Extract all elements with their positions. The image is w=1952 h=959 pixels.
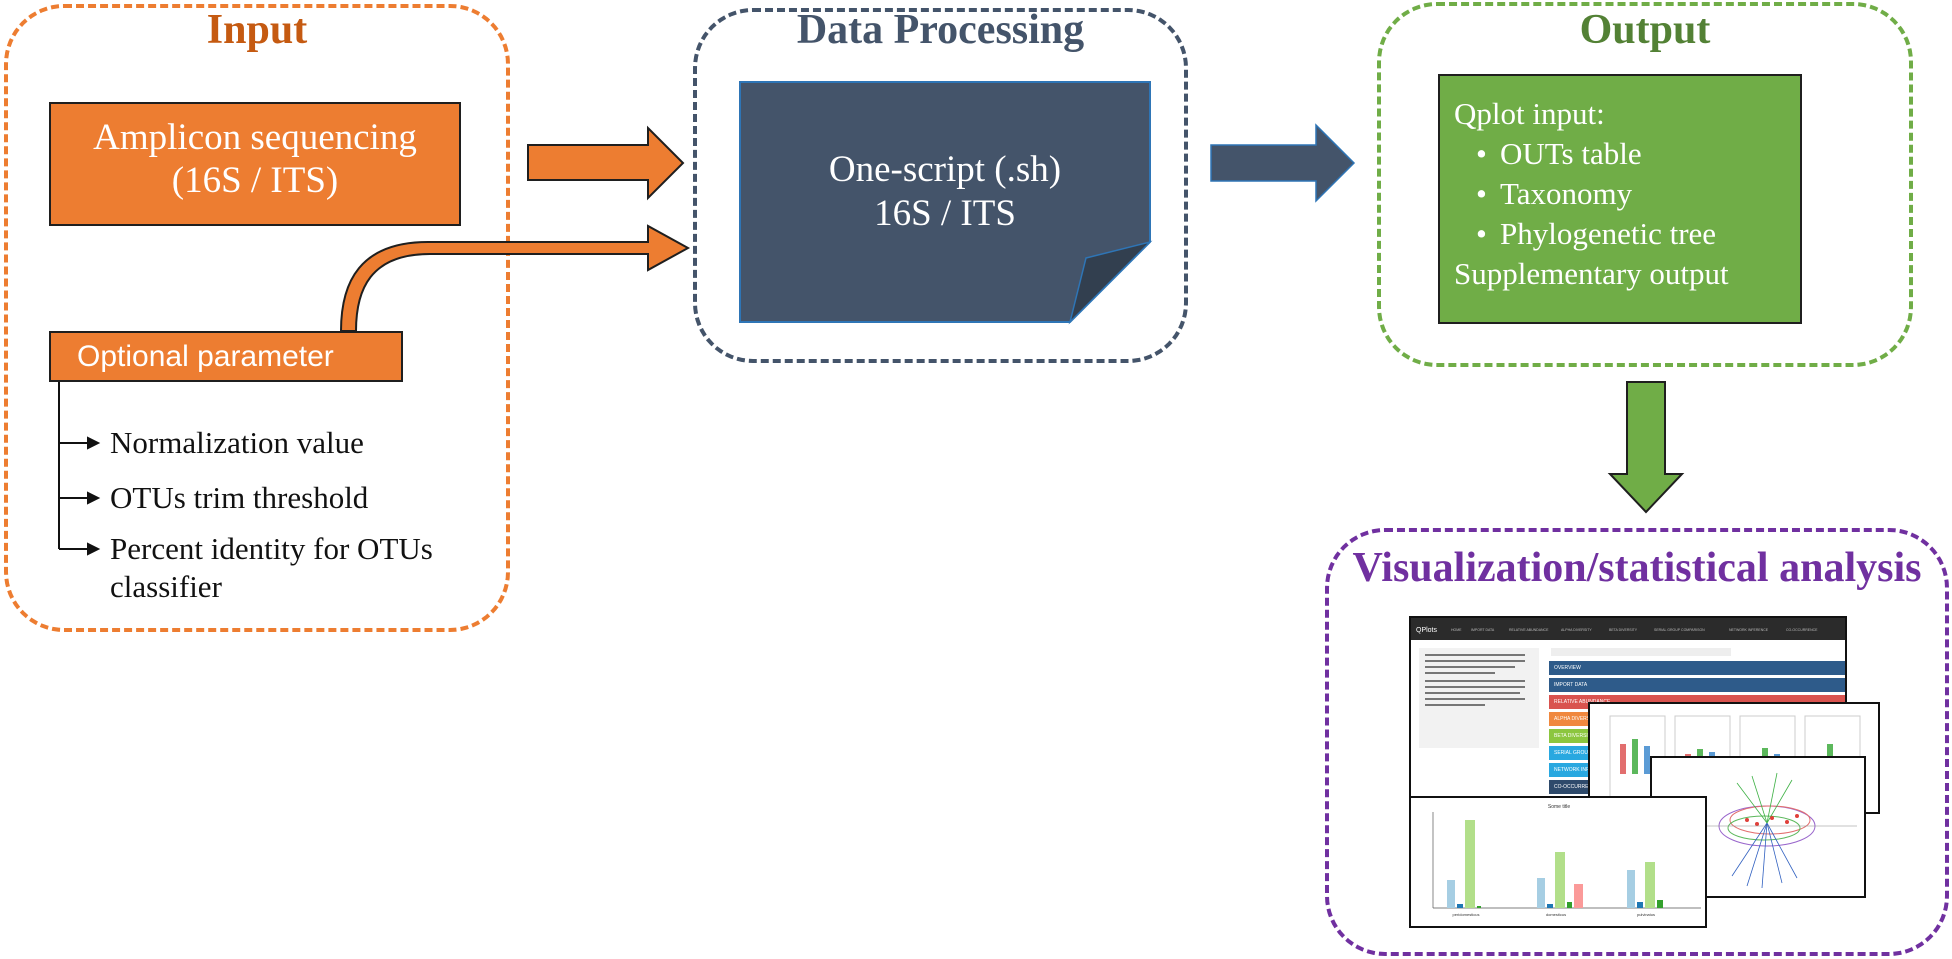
optional-to-processing-arrow [339, 224, 691, 332]
qplots-top-nav: HOME IMPORT DATA RELATIVE ABUNDANCE ALPHA … [1451, 628, 1818, 632]
side-nav-item: IMPORT DATA [1549, 678, 1845, 692]
qplots-app-view: QPlots HOME IMPORT DATA RELATIVE ABUNDANC… [1411, 618, 1845, 748]
parameter-tree-connector [58, 382, 101, 556]
script-line1: One-script (.sh) [828, 149, 1062, 190]
output-group-frame [1377, 2, 1913, 367]
svg-text:HOME: HOME [1451, 628, 1462, 632]
ordination-points [1745, 814, 1799, 826]
processing-group-frame [693, 8, 1188, 363]
svg-text:CO-OCCURRENCE: CO-OCCURRENCE [1786, 628, 1818, 632]
ordination-view [1662, 772, 1857, 889]
bar-category-label: domesticus [1546, 912, 1566, 917]
parameter-normalization: Normalization value [110, 425, 364, 460]
output-to-visualization-arrow [1607, 381, 1685, 514]
svg-text:RELATIVE ABUNDANCE: RELATIVE ABUNDANCE [1509, 628, 1549, 632]
ordination-vectors [1731, 822, 1798, 889]
input-group-frame [4, 4, 510, 632]
svg-text:BETA DIVERSITY: BETA DIVERSITY [1609, 628, 1638, 632]
script-label: One-script (.sh) 16S / ITS [740, 148, 1150, 236]
amplicon-line1: Amplicon sequencing [93, 117, 417, 158]
barplot-title: Some title [1548, 804, 1570, 810]
output-title: Output [1579, 7, 1711, 53]
svg-text:NETWORK INFERENCE: NETWORK INFERENCE [1729, 628, 1769, 632]
amplicon-line2: (16S / ITS) [171, 160, 339, 201]
visualization-title: Visualization/statistical analysis [1352, 545, 1922, 591]
parameter-percent-identity: Percent identity for OTUs classifier [110, 531, 433, 604]
side-nav-item: OVERVIEW [1549, 661, 1845, 675]
amplicon-sequencing-box: Amplicon sequencing (16S / ITS) [49, 102, 461, 226]
bar-category-label: pulvinatus [1637, 912, 1655, 917]
input-title: Input [206, 7, 308, 53]
svg-text:SERIAL GROUP COMPARISON: SERIAL GROUP COMPARISON [1654, 628, 1705, 632]
supplementary-output: Supplementary output [1454, 256, 1729, 291]
amplicon-to-processing-arrow [527, 125, 685, 201]
processing-to-output-arrow [1210, 123, 1356, 203]
visualization-group-frame [1325, 528, 1949, 956]
list-item: OUTs table [1494, 134, 1800, 174]
qplot-input-list: OUTs table Taxonomy Phylogenetic tree [1454, 134, 1800, 254]
list-item: Phylogenetic tree [1494, 214, 1800, 254]
bar-category-label: peridomesticus [1453, 912, 1480, 917]
script-line2: 16S / ITS [874, 193, 1016, 234]
barplot-bars [1447, 820, 1663, 908]
qplot-input-box: Qplot input: OUTs table Taxonomy Phyloge… [1438, 74, 1802, 324]
optional-parameter-box: Optional parameter [49, 331, 403, 382]
ordination-vectors-green [1736, 772, 1793, 824]
qplot-input-heading: Qplot input: [1454, 96, 1605, 131]
script-note-fold-icon [1068, 240, 1153, 325]
barplot-view: Some title peridomesticus domesticus pul… [1432, 804, 1701, 917]
qplots-app-name: QPlots [1416, 627, 1438, 634]
svg-text:IMPORT DATA: IMPORT DATA [1471, 628, 1495, 632]
parameter-trim-threshold: OTUs trim threshold [110, 480, 369, 515]
list-item: Taxonomy [1494, 174, 1800, 214]
barplot-screenshot: Some title peridomesticus domesticus pul… [1409, 796, 1707, 928]
processing-title: Data Processing [796, 7, 1085, 53]
svg-text:ALPHA DIVERSITY: ALPHA DIVERSITY [1561, 628, 1592, 632]
